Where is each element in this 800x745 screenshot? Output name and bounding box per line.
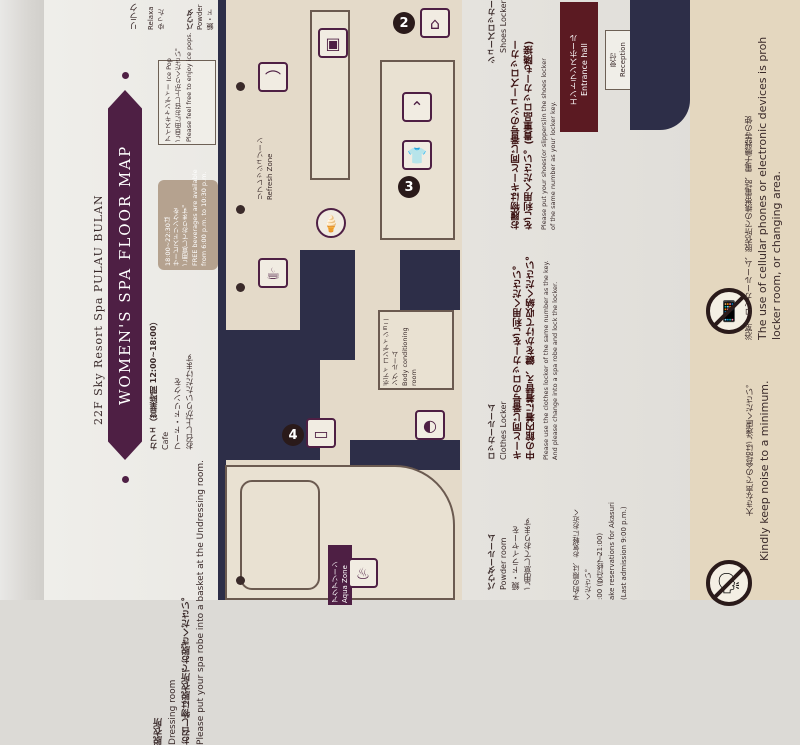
dryer-icon: ▭	[306, 418, 336, 448]
dressing-area	[240, 480, 320, 590]
map-pin	[236, 205, 245, 214]
bath-icon: ♨	[348, 558, 378, 588]
no-phone-icon: 📱	[706, 288, 752, 334]
no-noise-icon: 🗣	[706, 560, 752, 606]
spa-subtitle: 22F Sky Resort Spa PULAU BULAN	[92, 194, 105, 426]
wall	[300, 250, 355, 360]
marker-2: 2	[393, 12, 415, 34]
akasuri-info: 予約の際は、お気軽にお近くください。:00 (受付終了21:00)ake res…	[572, 502, 628, 600]
noise-notice: 大きな声での会話はご遠慮ください。Kindly keep noise to a …	[745, 380, 771, 561]
marker-4: 4	[282, 424, 304, 446]
body-conditioning-room	[378, 310, 454, 390]
map-pin	[236, 283, 245, 292]
marker-3: 3	[398, 176, 420, 198]
wall	[218, 0, 226, 600]
ice-pop-callout	[158, 60, 216, 145]
banner-dot	[122, 476, 129, 483]
hanger-icon: ⌃	[402, 92, 432, 122]
wall	[400, 250, 460, 310]
powder-icon: ◐	[415, 410, 445, 440]
shoes-locker-note: お履物はキーと同じ番号のシューズロッカーをご利用ください。(貴重品ロッカーも隣接…	[511, 40, 535, 230]
ice-pop-icon: 🍦	[316, 208, 346, 238]
page-title: WOMEN'S SPA FLOOR MAP	[116, 144, 134, 406]
relax-chair-icon: ⌒	[258, 62, 288, 92]
clothes-icon: 👕	[402, 140, 432, 170]
title-banner: WOMEN'S SPA FLOOR MAP	[108, 90, 142, 460]
shoes-locker-note-en: Please put your shoes(or slippers)in the…	[540, 58, 557, 230]
food-icon: ☕	[258, 258, 288, 288]
free-drinks-text: 18:00~22:30はサービスドリンクをご用意しております。FREE beve…	[164, 169, 208, 266]
free-drinks-callout	[158, 180, 218, 270]
background-fabric	[0, 0, 48, 600]
map-pin	[236, 82, 245, 91]
wall	[630, 0, 690, 130]
relax-jp: リラク	[130, 3, 140, 30]
clothes-locker-note-en: Please use the clothes locker of the sam…	[542, 260, 559, 460]
banner-dot	[122, 72, 129, 79]
shoes-icon: ⌂	[420, 8, 450, 38]
clothes-locker-note: キーと同じ番号のロッカーをご利用ください。中の館内着に着替え、鍵をかけて収納くだ…	[513, 251, 537, 460]
map-pin	[236, 576, 245, 585]
entrance-hall-block	[560, 2, 598, 132]
locker-icon: ▣	[318, 28, 348, 58]
